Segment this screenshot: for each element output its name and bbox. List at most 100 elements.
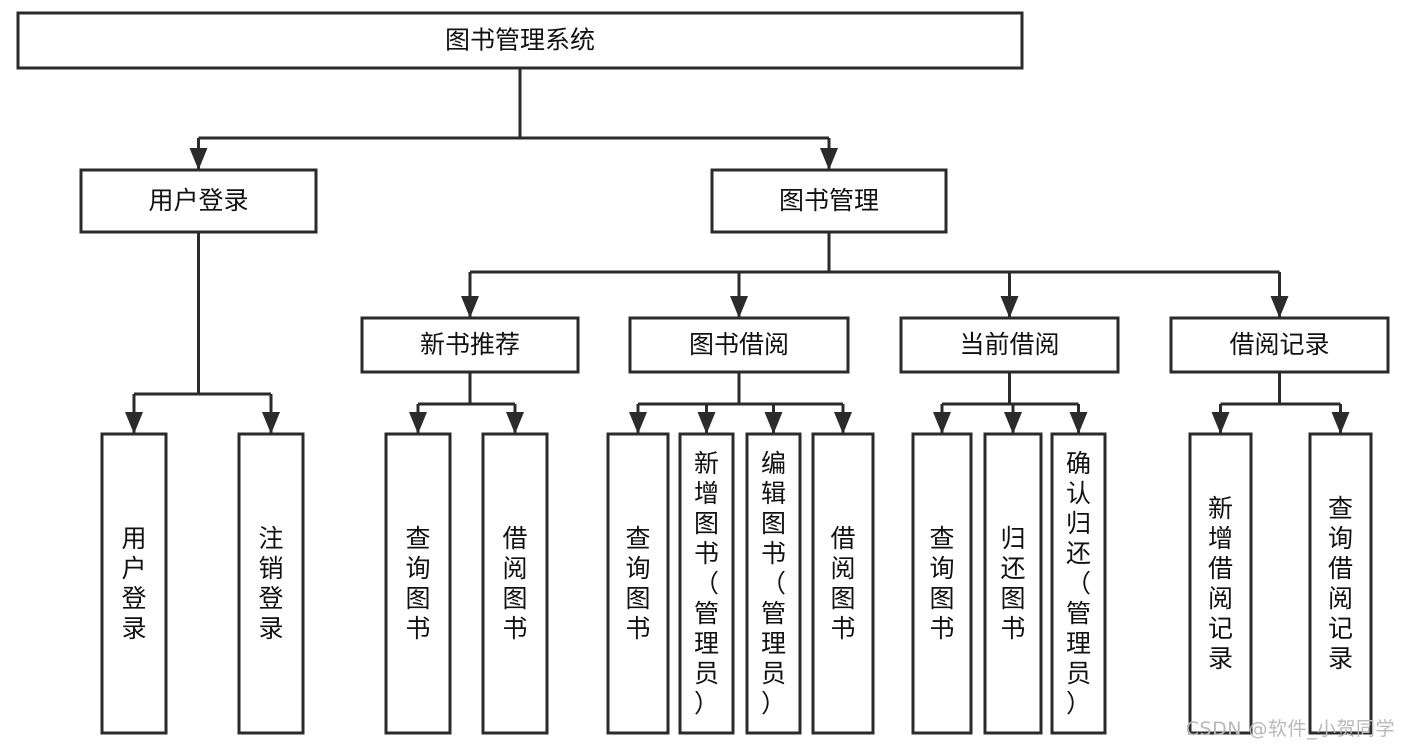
- node-label-char: 阅: [830, 554, 855, 583]
- node-label-char: 登: [258, 584, 283, 613]
- node-label-char: 记: [1208, 614, 1233, 643]
- node-box[interactable]: [360, 316, 580, 374]
- node-leaf-0[interactable]: 用户登录: [100, 432, 168, 735]
- node-label: 当前借阅: [959, 330, 1059, 359]
- node-box[interactable]: [1308, 432, 1373, 735]
- node-label-char: 询: [1328, 524, 1353, 553]
- node-label-char: ）: [761, 689, 786, 718]
- node-box[interactable]: [16, 11, 1024, 70]
- node-box[interactable]: [481, 432, 549, 735]
- node-label-char: 管: [694, 599, 719, 628]
- node-label-char: 图: [830, 584, 855, 613]
- node-label-char: 记: [1328, 614, 1353, 643]
- arrow-head-icon: [730, 296, 748, 318]
- arrow-head-icon: [820, 148, 838, 170]
- node-box[interactable]: [710, 168, 948, 234]
- node-box[interactable]: [628, 316, 850, 374]
- node-label-char: 还: [1000, 554, 1025, 583]
- node-box[interactable]: [1169, 316, 1390, 374]
- node-label-char: 录: [258, 614, 283, 643]
- arrow-head-icon: [506, 412, 524, 434]
- node-label-char: 图: [694, 509, 719, 538]
- arrow-head-icon: [629, 412, 647, 434]
- node-level3-3[interactable]: 借阅记录: [1169, 316, 1390, 374]
- node-label-char: 归: [1066, 509, 1091, 538]
- node-box[interactable]: [100, 432, 168, 735]
- node-label-char: 注: [258, 524, 283, 553]
- arrow-head-icon: [125, 412, 143, 434]
- node-label-char: 书: [1000, 614, 1025, 643]
- node-label-char: （: [694, 569, 719, 598]
- node-box[interactable]: [237, 432, 305, 735]
- node-root[interactable]: 图书管理系统: [16, 11, 1024, 70]
- node-label-char: 新: [694, 449, 719, 478]
- node-label-char: 确: [1066, 449, 1091, 478]
- node-label-char: 书: [625, 614, 650, 643]
- connector-layer: [125, 68, 1350, 434]
- arrow-head-icon: [1270, 296, 1289, 318]
- arrow-head-icon: [189, 148, 208, 170]
- node-label: 用户登录: [148, 186, 248, 215]
- node-label-char: 阅: [1328, 584, 1353, 613]
- node-label: 图书管理: [779, 186, 879, 215]
- node-level3-1[interactable]: 图书借阅: [628, 316, 850, 374]
- node-label-char: 管: [1066, 599, 1091, 628]
- node-label-char: 录: [1328, 644, 1353, 673]
- node-level3-0[interactable]: 新书推荐: [360, 316, 580, 374]
- arrow-head-icon: [1004, 412, 1022, 434]
- node-label-char: 询: [405, 554, 430, 583]
- node-box[interactable]: [911, 432, 973, 735]
- arrow-head-icon: [697, 412, 716, 434]
- arrow-head-icon: [409, 412, 427, 434]
- node-label-char: 书: [405, 614, 430, 643]
- node-label-char: 图: [405, 584, 430, 613]
- node-box[interactable]: [983, 432, 1043, 735]
- node-box[interactable]: [1188, 432, 1253, 735]
- node-box[interactable]: [606, 432, 670, 735]
- node-box[interactable]: [1050, 432, 1107, 735]
- node-box[interactable]: [811, 432, 875, 735]
- node-label-char: 管: [761, 599, 786, 628]
- node-label-char: 户: [121, 554, 146, 583]
- node-level2-0[interactable]: 用户登录: [79, 168, 318, 234]
- node-label-char: 理: [761, 629, 786, 658]
- node-label-char: 查: [929, 524, 954, 553]
- node-level2-1[interactable]: 图书管理: [710, 168, 948, 234]
- node-box[interactable]: [384, 432, 452, 735]
- node-label-char: 理: [1066, 629, 1091, 658]
- node-label-char: ）: [694, 689, 719, 718]
- arrow-head-icon: [1211, 412, 1230, 434]
- node-box[interactable]: [899, 316, 1120, 374]
- node-label-char: 图: [1000, 584, 1025, 613]
- node-label-char: 书: [929, 614, 954, 643]
- node-label-char: 编: [761, 449, 786, 478]
- node-label-char: 认: [1066, 479, 1091, 508]
- node-box[interactable]: [79, 168, 318, 234]
- node-label-char: 用: [121, 524, 146, 553]
- node-box[interactable]: [745, 432, 802, 735]
- node-box[interactable]: [678, 432, 735, 735]
- node-label-char: 归: [1000, 524, 1025, 553]
- node-level3-2[interactable]: 当前借阅: [899, 316, 1120, 374]
- arrow-head-icon: [262, 412, 280, 434]
- node-label-char: 阅: [502, 554, 527, 583]
- node-label-char: 书: [830, 614, 855, 643]
- node-label-char: 询: [929, 554, 954, 583]
- node-label-char: 增: [1208, 524, 1233, 553]
- node-label-char: 增: [694, 479, 719, 508]
- node-label-char: （: [1066, 569, 1091, 598]
- node-label-char: 阅: [1208, 584, 1233, 613]
